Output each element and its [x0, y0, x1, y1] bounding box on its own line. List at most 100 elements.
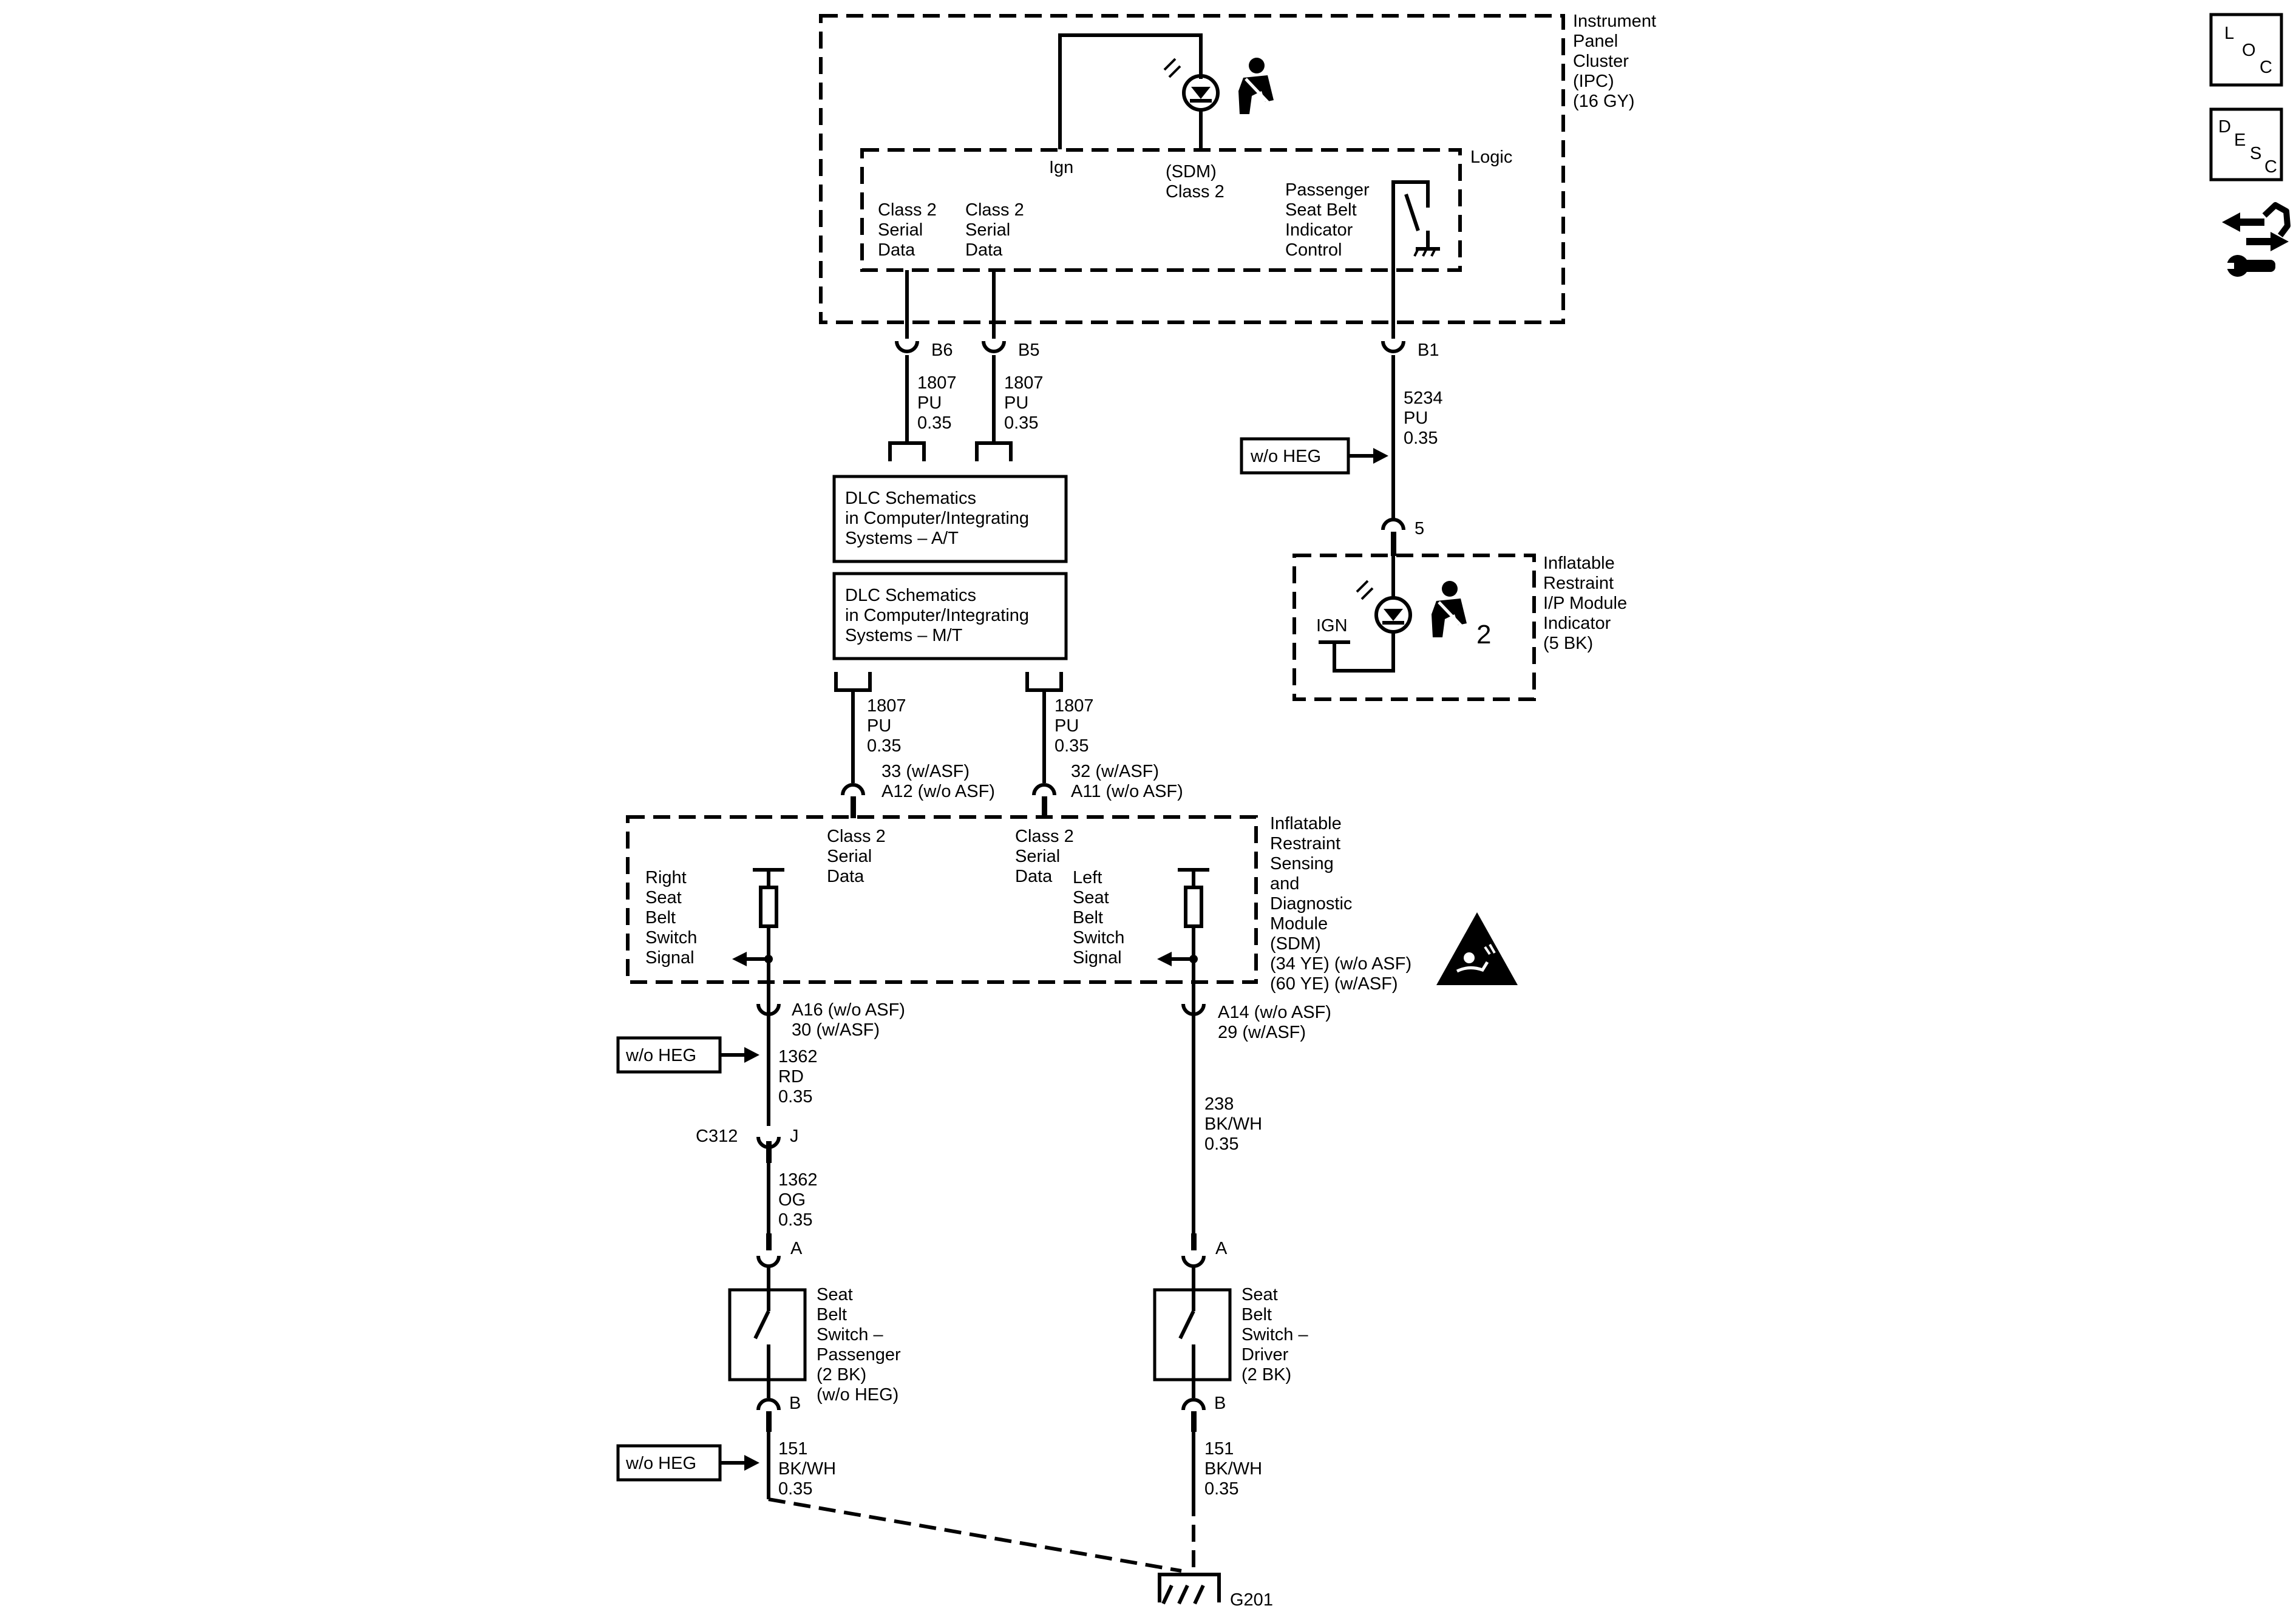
connector-a-drv-pin — [1191, 1233, 1197, 1250]
wire-b5-label: 1807 PU 0.35 — [1004, 373, 1048, 433]
sdm-left-switch-label: Left Seat Belt Switch Signal — [1073, 868, 1129, 968]
heg-note-1: w/o HEG — [1250, 447, 1321, 466]
wire-gnd-pass-dashed — [768, 1497, 1182, 1573]
connector-a12-pin — [851, 796, 856, 818]
ipc-control-switch-icon — [1391, 180, 1440, 270]
connector-5-pin — [1391, 532, 1396, 556]
sdm-left-resistor-icon — [1157, 868, 1209, 1012]
heg-note-3: w/o HEG — [625, 1454, 696, 1473]
pin-a14-label: A14 (w/o ASF) 29 (w/ASF) — [1218, 1003, 1336, 1042]
connector-b-drv — [1181, 1398, 1206, 1411]
esd-warning-icon — [1436, 912, 1518, 985]
wire-b6-label: 1807 PU 0.35 — [917, 373, 962, 433]
wire-b1-label: 5234 PU 0.35 — [1404, 388, 1448, 448]
svg-text:L: L — [2224, 24, 2234, 43]
connector-b-pass-pin — [766, 1411, 772, 1432]
ipc-class2-b5-label: Class 2 Serial Data — [965, 200, 1029, 260]
heg-note-2-arrowhead — [744, 1047, 759, 1063]
connector-a-drv — [1181, 1255, 1206, 1268]
ipc-logic-boundary — [860, 148, 1462, 272]
ip-module-label: Inflatable Restraint I/P Module Indicato… — [1543, 554, 1632, 653]
sdm-boundary — [626, 815, 1258, 984]
connector-b6 — [895, 341, 919, 353]
heg-note-2: w/o HEG — [625, 1046, 696, 1065]
connector-c312-pin — [766, 1141, 772, 1163]
svg-text:C: C — [2260, 58, 2272, 77]
pin-b-pass-label: B — [789, 1394, 801, 1413]
wire-right-label: 1807 PU 0.35 — [1055, 696, 1099, 756]
driver-switch-icon — [1178, 1266, 1195, 1398]
dlc-mt-box — [832, 572, 1068, 660]
pin-b1-label: B1 — [1418, 341, 1439, 360]
passenger-switch-icon — [753, 1266, 770, 1398]
connector-a-pass-pin — [766, 1233, 772, 1250]
ip-module-boundary — [1292, 554, 1536, 701]
pin-b-drv-label: B — [1214, 1394, 1226, 1413]
connector-a11-pin — [1042, 796, 1047, 818]
ground-g201-icon — [1158, 1573, 1221, 1605]
pin-5-label: 5 — [1415, 519, 1424, 538]
wire-a16-label: 1362 RD 0.35 — [778, 1047, 823, 1107]
ip-module-ign-label: IGN — [1316, 616, 1348, 636]
loc-icon[interactable]: L O C — [2209, 13, 2283, 87]
pin-b6-label: B6 — [931, 341, 953, 360]
connector-c312-label: C312 — [696, 1127, 738, 1146]
ipc-boundary — [819, 14, 1565, 324]
connector-b-pass — [756, 1398, 781, 1411]
ipc-sdm-class2-label: (SDM) Class 2 — [1166, 162, 1224, 202]
pin-a16-label: A16 (w/o ASF) 30 (w/ASF) — [792, 1000, 910, 1040]
pin-a12-label: 33 (w/ASF) A12 (w/o ASF) — [881, 762, 995, 801]
driver-switch-label: Seat Belt Switch – Driver (2 BK) — [1241, 1285, 1313, 1385]
pin-a11-label: 32 (w/ASF) A11 (w/o ASF) — [1071, 762, 1183, 801]
sdm-class2-right-label: Class 2 Serial Data — [1015, 827, 1079, 886]
ip-module-number: 2 — [1476, 620, 1491, 649]
connector-b5 — [982, 341, 1006, 353]
ipc-label: Instrument Panel Cluster (IPC) (16 GY) — [1573, 12, 1661, 111]
connector-a-pass — [756, 1255, 781, 1268]
sdm-right-switch-label: Right Seat Belt Switch Signal — [645, 868, 702, 968]
dlc-at-box — [832, 475, 1068, 563]
svg-text:D: D — [2218, 117, 2231, 137]
pin-b5-label: B5 — [1018, 341, 1039, 360]
pin-a-drv-label: A — [1215, 1239, 1228, 1258]
wire-a14-label: 238 BK/WH 0.35 — [1204, 1094, 1267, 1154]
connector-b-drv-pin — [1191, 1411, 1197, 1432]
heg-note-3-arrowhead — [744, 1455, 759, 1471]
dlc-at-connector-right — [975, 441, 1013, 461]
ipc-logic-label: Logic — [1470, 147, 1512, 167]
wire-og-label: 1362 OG 0.35 — [778, 1170, 823, 1230]
ipc-class2-b6-label: Class 2 Serial Data — [878, 200, 942, 260]
ip-module-lamp-icon — [1356, 580, 1412, 634]
ipc-ign-wire — [1058, 33, 1203, 149]
ipc-seatbelt-lamp-icon — [1163, 58, 1220, 112]
svg-text:O: O — [2242, 41, 2256, 60]
wrench-arrows-icon[interactable] — [2222, 202, 2291, 277]
passenger-switch-label: Seat Belt Switch – Passenger (2 BK) (w/o… — [817, 1285, 906, 1405]
wire-gnd-drv-label: 151 BK/WH 0.35 — [1204, 1439, 1267, 1499]
connector-b1 — [1381, 341, 1405, 353]
sdm-right-resistor-icon — [732, 868, 784, 1012]
ip-module-ign-wire — [1333, 632, 1395, 673]
desc-icon[interactable]: D E S C — [2209, 107, 2283, 181]
sdm-label: Inflatable Restraint Sensing and Diagnos… — [1270, 814, 1416, 994]
dlc-at-connector-left — [888, 441, 926, 461]
pin-a-pass-label: A — [790, 1239, 803, 1258]
heg-note-1-arrowhead — [1373, 448, 1388, 464]
svg-text:C: C — [2264, 157, 2277, 177]
wire-gnd-pass-label: 151 BK/WH 0.35 — [778, 1439, 841, 1499]
ip-module-seatbelt-person-icon — [1432, 581, 1467, 637]
dlc-mt-connector-right — [1025, 672, 1063, 692]
dlc-mt-connector-left — [834, 672, 872, 692]
ground-g201-label: G201 — [1230, 1590, 1273, 1610]
svg-text:S: S — [2250, 144, 2261, 163]
dlc-mt-label: DLC Schematics in Computer/Integrating S… — [845, 586, 1034, 645]
connector-a12 — [841, 783, 865, 796]
sdm-class2-left-label: Class 2 Serial Data — [827, 827, 891, 886]
ipc-seatbelt-person-icon — [1238, 58, 1274, 114]
dlc-at-label: DLC Schematics in Computer/Integrating S… — [845, 489, 1034, 548]
pin-j-label: J — [790, 1127, 799, 1146]
svg-text:E: E — [2234, 131, 2246, 150]
ipc-passenger-indicator-label: Passenger Seat Belt Indicator Control — [1285, 180, 1374, 260]
connector-5 — [1381, 518, 1405, 531]
